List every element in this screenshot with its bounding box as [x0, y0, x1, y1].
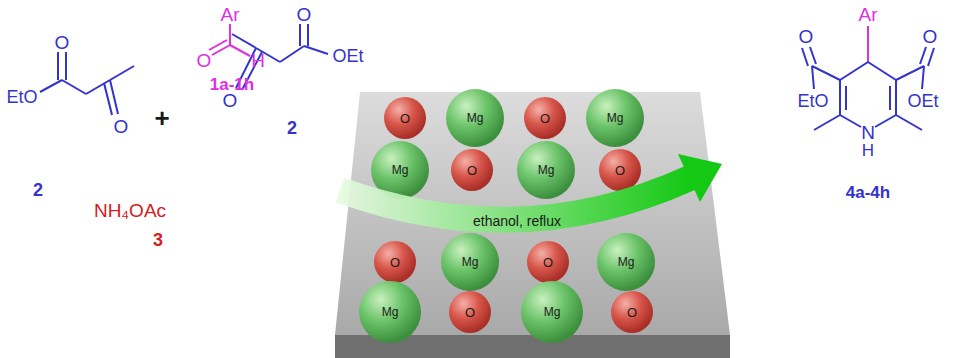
aryl-bond [867, 26, 869, 62]
group-label: OEt [907, 92, 938, 110]
magnesium-sphere [446, 89, 504, 147]
group-label: EtO [6, 88, 37, 106]
group-label: OEt [332, 47, 363, 65]
compound-number: 4a-4h [846, 184, 890, 201]
sphere-label: O [467, 164, 477, 177]
plus-sign: + [154, 105, 169, 131]
magnesium-sphere [597, 233, 655, 291]
reagent-label: NH₄OAc [94, 201, 166, 220]
magnesium-sphere [521, 281, 583, 343]
compound-number: 2 [33, 181, 43, 199]
ester-bonds [40, 52, 134, 115]
atom-label: O [923, 27, 938, 46]
oxygen-sphere [384, 97, 426, 139]
oxygen-sphere [527, 241, 569, 283]
arrow-head [678, 154, 722, 202]
sphere-label: Mg [392, 164, 409, 176]
oxygen-sphere [451, 149, 493, 191]
compound-number: 2 [287, 119, 297, 137]
sphere-label: Mg [607, 112, 624, 124]
magnesium-sphere [359, 281, 421, 343]
oxygen-sphere [611, 291, 653, 333]
magnesium-sphere [517, 141, 575, 199]
sphere-label: O [465, 306, 475, 319]
oxygen-sphere [449, 291, 491, 333]
atom-label: O [55, 33, 70, 52]
atom-label: H [251, 51, 265, 70]
sphere-label: O [627, 306, 637, 319]
sphere-label: O [615, 164, 625, 177]
magnesium-sphere [441, 233, 499, 291]
atom-label: N [861, 123, 875, 142]
atom-label: H [862, 142, 874, 159]
sphere-label: Mg [382, 306, 399, 318]
atom-label: O [114, 117, 129, 136]
condition-label: ethanol, reflux [473, 214, 561, 228]
atom-label: O [799, 27, 814, 46]
magnesium-sphere [586, 89, 644, 147]
sphere-label: Mg [462, 256, 479, 268]
substituent-label: Ar [859, 5, 878, 24]
sphere-label: Mg [618, 256, 635, 268]
oxygen-sphere [599, 149, 641, 191]
sphere-label: Mg [538, 164, 555, 176]
sphere-label: O [540, 112, 550, 125]
oxygen-sphere [524, 97, 566, 139]
oxygen-sphere [374, 241, 416, 283]
atom-label: O [297, 5, 312, 24]
sphere-label: O [543, 256, 553, 269]
sphere-label: O [390, 256, 400, 269]
substituent-label: Ar [221, 5, 240, 24]
sphere-label: O [400, 112, 410, 125]
atom-label: O [197, 51, 212, 70]
atom-label: O [223, 91, 238, 110]
compound-number: 3 [153, 231, 163, 249]
dihydropyridine-bonds [802, 47, 934, 130]
sphere-label: Mg [544, 306, 561, 318]
sphere-label: Mg [467, 112, 484, 124]
group-label: EtO [797, 92, 828, 110]
